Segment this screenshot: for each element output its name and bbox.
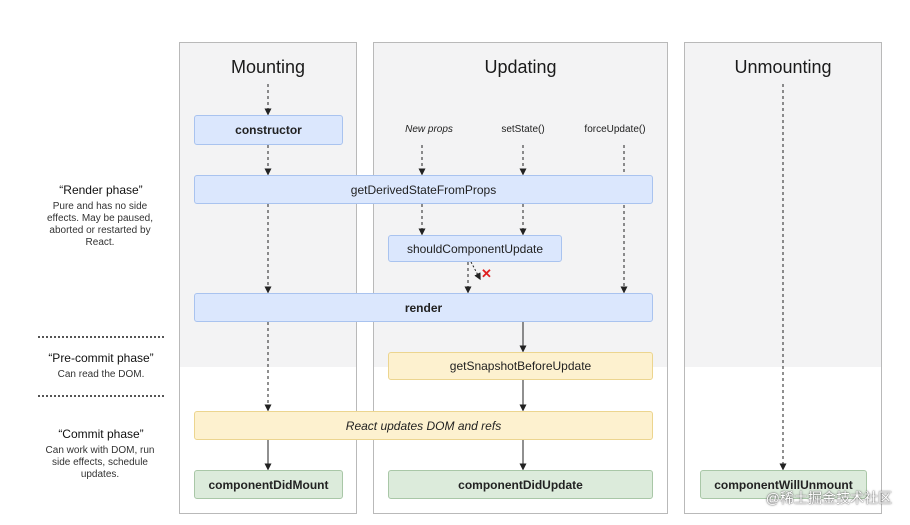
trigger-force-update: forceUpdate() xyxy=(584,124,646,135)
component-did-update-box: componentDidUpdate xyxy=(388,470,653,499)
get-derived-state-box: getDerivedStateFromProps xyxy=(194,175,653,204)
separator-render-precommit xyxy=(38,336,164,338)
commit-phase-title: “Commit phase” xyxy=(58,427,144,441)
render-phase-desc: Pure and has no side effects. May be pau… xyxy=(47,201,153,248)
trigger-set-state: setState() xyxy=(501,124,545,135)
arrow-should-cancel xyxy=(470,261,481,281)
constructor-box: constructor xyxy=(194,115,343,145)
cancel-icon: ✕ xyxy=(481,266,492,281)
component-will-unmount-box: componentWillUnmount xyxy=(700,470,867,499)
render-box: render xyxy=(194,293,653,322)
precommit-phase-desc: Can read the DOM. xyxy=(57,369,145,380)
separator-precommit-commit xyxy=(38,395,164,397)
precommit-phase-title: “Pre-commit phase” xyxy=(48,351,154,365)
unmounting-title: Unmounting xyxy=(734,57,832,77)
mounting-title: Mounting xyxy=(230,57,306,77)
render-phase-title: “Render phase” xyxy=(59,183,143,197)
should-component-update-box: shouldComponentUpdate xyxy=(388,235,562,262)
get-snapshot-box: getSnapshotBeforeUpdate xyxy=(388,352,653,380)
watermark: @稀土掘金技术社区 xyxy=(765,490,892,506)
react-updates-dom-box: React updates DOM and refs xyxy=(194,411,653,440)
updating-title: Updating xyxy=(484,57,557,77)
trigger-new-props: New props xyxy=(405,124,453,135)
component-did-mount-box: componentDidMount xyxy=(194,470,343,499)
commit-phase-desc: Can work with DOM, run side effects, sch… xyxy=(45,445,155,480)
